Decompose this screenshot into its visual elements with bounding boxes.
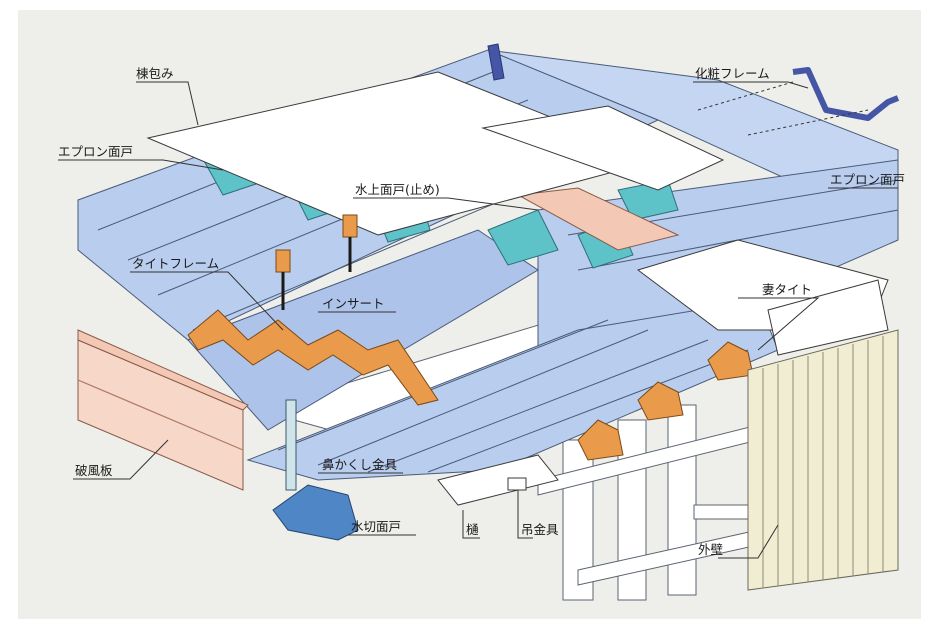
label-nose-bracket: 鼻かくし金具	[322, 457, 398, 472]
label-gable-tight: 妻タイト	[762, 282, 812, 297]
label-tight-frame: タイトフレーム	[132, 256, 219, 271]
decor-frame-dash-1	[697, 81, 794, 111]
hanger-clip	[507, 477, 527, 491]
gable-cap	[767, 279, 889, 356]
diagram-panel: 棟包み 化粧フレーム エプロン面戸 エプロン面戸 水上面戸(止め) タイトフレー…	[18, 10, 921, 619]
nose-bracket-post	[285, 399, 297, 491]
label-apron-left: エプロン面戸	[58, 144, 133, 159]
insert-rods	[281, 237, 352, 310]
label-apron-right: エプロン面戸	[830, 172, 905, 187]
tight-frames	[187, 309, 754, 461]
label-hanger: 吊金具	[521, 522, 559, 537]
label-ridge-cover: 棟包み	[136, 66, 174, 81]
outer-wall	[747, 329, 899, 591]
label-insert: インサート	[322, 296, 385, 311]
upper-closure-stop	[516, 187, 680, 251]
label-gutter: 樋	[466, 522, 479, 537]
leader-lines	[58, 81, 898, 559]
decor-frame-dash-2	[747, 109, 869, 136]
roof-left-lower	[187, 229, 539, 431]
gutter-body	[437, 454, 559, 506]
decor-frame-part	[792, 67, 900, 121]
ridge-cover-right	[481, 105, 725, 191]
water-cut-closure	[272, 484, 359, 541]
label-water-cut: 水切面戸	[351, 519, 401, 534]
roof-structure-diagram: 棟包み 化粧フレーム エプロン面戸 エプロン面戸 水上面戸(止め) タイトフレー…	[18, 10, 921, 619]
label-barge-board: 破風板	[75, 463, 113, 478]
barge-board-groove	[77, 379, 244, 451]
label-upper-closure: 水上面戸(止め)	[355, 182, 440, 197]
roof-ridge-edge	[487, 43, 505, 81]
barge-board-top	[77, 329, 249, 411]
label-decor-frame: 化粧フレーム	[695, 66, 770, 81]
label-outer-wall: 外壁	[698, 542, 723, 557]
